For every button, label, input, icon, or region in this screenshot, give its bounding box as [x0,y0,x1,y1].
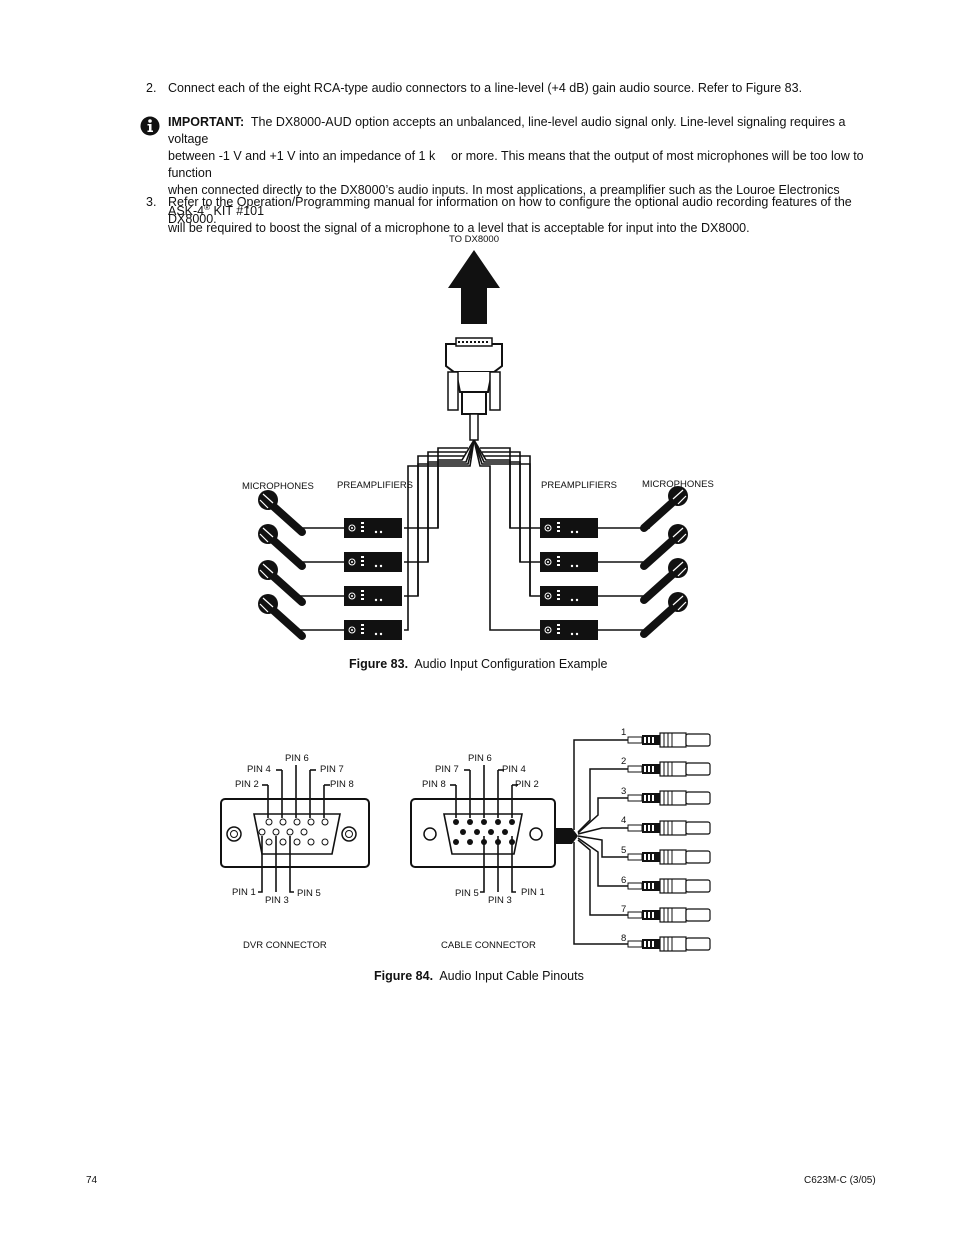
page-number: 74 [86,1175,98,1186]
cable-pin3: PIN 3 [488,895,512,906]
svg-text:7: 7 [621,904,626,915]
rca-plugs [627,732,711,952]
mic-right-label: MICROPHONES [642,479,714,490]
step-text: Refer to the Operation/Programming manua… [168,195,852,226]
important-line-1: The DX8000-AUD option accepts an unbalan… [168,115,846,146]
svg-text:5: 5 [621,845,626,856]
microphones-right [644,486,688,634]
preamp-right-label: PREAMPLIFIERS [541,480,617,491]
important-line-2: between -1 V and +1 V into an impedance … [168,149,864,180]
cable-pin5: PIN 5 [455,888,479,899]
microphones-left [258,490,302,636]
cable-pin4: PIN 4 [502,764,526,775]
cable-pin7: PIN 7 [435,764,459,775]
preamps-left [300,517,403,641]
dvr-pin6: PIN 6 [285,753,309,764]
important-line-3: when connected directly to the DX8000’s … [168,183,840,219]
svg-text:6: 6 [621,875,626,886]
step-number: 3. [146,195,157,209]
preamps-right [539,517,650,641]
mic-left-label: MICROPHONES [242,481,314,492]
dsub-plug [445,337,503,441]
up-arrow-icon [448,250,500,324]
svg-text:4: 4 [621,815,626,826]
rca-leads [573,739,628,945]
dvr-pin1: PIN 1 [232,887,256,898]
to-dx8000-label: TO DX8000 [449,234,499,245]
cable-connector [410,765,578,893]
cable-pin6: PIN 6 [468,753,492,764]
info-icon [140,116,160,136]
important-text: IMPORTANT: The DX8000-AUD option accepts… [168,114,868,237]
dvr-pin3: PIN 3 [265,895,289,906]
cable-pin2: PIN 2 [515,779,539,790]
dvr-connector-label: DVR CONNECTOR [243,940,327,951]
cable-pin1: PIN 1 [521,887,545,898]
svg-text:2: 2 [621,756,626,767]
important-label: IMPORTANT: [168,115,245,129]
figure-83-caption: Figure 83. Audio Input Configuration Exa… [349,657,608,671]
dvr-pin5: PIN 5 [297,888,321,899]
dvr-pin4: PIN 4 [247,764,271,775]
preamp-left-label: PREAMPLIFIERS [337,480,413,491]
cable-pin8: PIN 8 [422,779,446,790]
dvr-pin7: PIN 7 [320,764,344,775]
svg-text:8: 8 [621,933,626,944]
cable-connector-label: CABLE CONNECTOR [441,940,536,951]
dvr-pin8: PIN 8 [330,779,354,790]
fig83-wires-inner [417,447,531,596]
document-id: C623M-C (3/05) [804,1175,876,1186]
svg-text:1: 1 [621,727,626,738]
svg-text:3: 3 [621,786,626,797]
figure-84-caption: Figure 84. Audio Input Cable Pinouts [374,969,584,983]
dvr-pin2: PIN 2 [235,779,259,790]
step-text: Connect each of the eight RCA-type audio… [168,81,803,95]
important-line-4: will be required to boost the signal of … [168,221,750,236]
rca-numbers: 1 2 3 4 5 6 7 8 [621,727,626,944]
dvr-connector [220,765,370,893]
step-number: 2. [146,81,157,95]
